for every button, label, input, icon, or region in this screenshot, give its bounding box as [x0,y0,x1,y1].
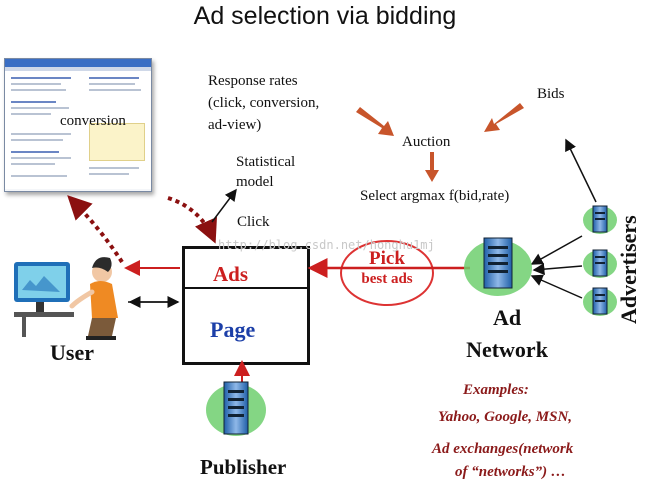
user-label: User [50,340,94,365]
watermark-text: http://blog.csdn.net/honghu1mj [218,238,435,252]
examples-heading: Examples: [463,382,529,398]
ad-network-label: Ad Network [452,302,562,366]
response-rates-line: Response rates [208,73,298,89]
examples-line: Ad exchanges(network [432,441,574,457]
statistical-model-line: Statistical [236,154,296,170]
auction-label: Auction [402,134,451,150]
select-argmax-label: Select argmax f(bid,rate) [360,188,510,204]
browser-window-icon [4,58,152,192]
pick-label: Pick [369,248,405,269]
conversion-label: conversion [60,113,126,129]
pick-best-ads-badge: Pick best ads [340,240,434,306]
response-rates-line: ad-view) [208,117,262,133]
statistical-model-label: Statistical model [236,152,295,192]
ads-label: Ads [213,262,249,286]
server-icon [583,205,617,234]
click-label: Click [237,214,270,230]
server-icon [464,237,532,296]
examples-line: of “networks”) … [455,464,566,480]
ad-network-line: Ad [492,305,522,330]
best-ads-label: best ads [361,271,413,287]
ad-network-line: Network [466,337,548,362]
person-at-computer-icon [14,257,118,340]
statistical-model-line: model [236,174,274,190]
response-rates-label: Response rates (click, conversion, ad-vi… [208,70,319,136]
server-icon [583,287,617,316]
examples-line: Yahoo, Google, MSN, [438,409,573,425]
diagram-title: Ad selection via bidding [193,2,457,30]
publisher-page-box [182,246,310,365]
bids-label: Bids [537,86,565,102]
server-icon [206,381,266,436]
publisher-label: Publisher [200,455,287,479]
page-label: Page [210,317,256,342]
server-icon [583,249,617,278]
response-rates-line: (click, conversion, [208,95,320,111]
